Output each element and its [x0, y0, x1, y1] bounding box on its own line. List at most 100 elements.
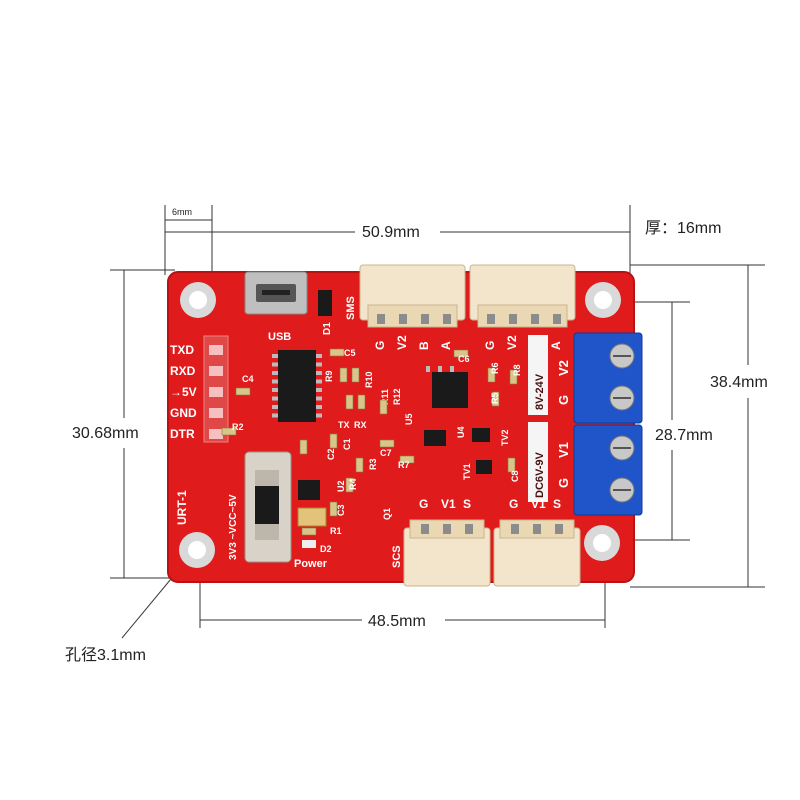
connector-pin-label: V2 — [395, 335, 409, 350]
v2-voltage-badge — [528, 335, 548, 415]
terminal-label-g: G — [556, 478, 571, 488]
smd-component — [487, 367, 496, 383]
component-label: C6 — [458, 354, 470, 364]
connector-pin — [555, 524, 563, 534]
uart-pin-label: GND — [170, 406, 197, 420]
top-connector-left — [359, 264, 466, 328]
uart-pin-label: →5V — [170, 385, 197, 399]
component-label: C7 — [380, 448, 392, 458]
connector-pin-label: S — [553, 497, 561, 511]
terminal-label-v1: V1 — [556, 442, 571, 458]
component-label: U5 — [404, 413, 414, 425]
d2-label: D2 — [320, 544, 332, 554]
component-label: R10 — [364, 371, 374, 388]
chip-pin — [272, 413, 278, 418]
connector-pin-label: S — [463, 497, 471, 511]
switch-label: 3V3 ~VCC~5V — [228, 494, 239, 560]
connector-pin — [443, 524, 451, 534]
voltage-select-switch — [244, 451, 292, 563]
component-label: U4 — [456, 426, 466, 438]
smd-component — [345, 477, 354, 493]
regulator-u2 — [298, 480, 320, 500]
sms-label: SMS — [345, 296, 357, 320]
terminal-block-v2 — [573, 332, 643, 424]
connector-pin-label: G — [509, 497, 518, 511]
chip-pin — [272, 362, 278, 367]
v1-voltage-label: DC6V-9V — [534, 451, 546, 498]
component-label: R4 — [348, 478, 358, 490]
chip-pin — [316, 371, 322, 375]
transistor — [472, 428, 490, 442]
smd-component — [351, 367, 360, 383]
component-label: C1 — [342, 438, 352, 450]
smd-component — [453, 349, 469, 358]
component-label: TV2 — [500, 429, 510, 446]
chip-pin — [316, 362, 322, 367]
header-pin — [209, 345, 223, 355]
header-pin — [209, 387, 223, 397]
component-label: R9 — [324, 370, 334, 382]
chip-pin — [316, 354, 322, 358]
connector-pin-label: B — [417, 341, 431, 350]
component-label: C5 — [344, 348, 356, 358]
component-label: C8 — [510, 470, 520, 482]
component-label: R5 — [490, 392, 500, 404]
hole-diameter-label: 孔径3.1mm — [65, 646, 146, 664]
connector-pin — [421, 524, 429, 534]
component-label: TV1 — [462, 463, 472, 480]
connector-pin-label: G — [419, 497, 428, 511]
terminal-label-g: G — [556, 395, 571, 405]
connector-pin-label: V2 — [505, 335, 519, 350]
smd-component — [221, 427, 237, 436]
connector-pin — [531, 314, 539, 324]
usb-connector — [244, 271, 308, 315]
header-pin — [209, 408, 223, 418]
scs-label: SCS — [391, 545, 403, 568]
rx-label: RX — [354, 420, 367, 430]
chip-pin — [272, 371, 278, 375]
power-label: Power — [294, 558, 328, 570]
connector-pin — [533, 524, 541, 534]
connector-pin-label: V1 — [441, 497, 456, 511]
component-label: R2 — [232, 422, 244, 432]
smd-component — [379, 399, 388, 415]
chip-pin — [272, 379, 278, 384]
smd-component — [507, 457, 516, 473]
chip-pin — [438, 366, 442, 372]
height-left-label: 30.68mm — [72, 425, 139, 442]
diode-d1 — [318, 290, 332, 316]
power-led — [302, 540, 316, 548]
component-label: U2 — [336, 480, 346, 492]
terminal-label-v2: V2 — [556, 360, 571, 376]
component-label: R6 — [490, 362, 500, 374]
header-pin — [209, 429, 223, 439]
smd-component — [491, 391, 500, 407]
smd-component — [345, 394, 354, 410]
connector-pin — [553, 314, 561, 324]
terminal-block-v1 — [573, 424, 643, 516]
component-label: R1 — [330, 526, 342, 536]
connector-pin — [487, 314, 495, 324]
thickness-label: 厚：16mm — [645, 220, 721, 237]
connector-pin-label: G — [373, 341, 387, 350]
chip-pin — [316, 413, 322, 418]
smd-component — [235, 387, 251, 396]
smd-component — [329, 501, 338, 517]
top-connector-right — [469, 264, 576, 328]
chip-pin — [272, 354, 278, 358]
width-top-label: 50.9mm — [362, 224, 420, 241]
terminal-span-label: 28.7mm — [655, 427, 713, 444]
usb-serial-chip — [278, 350, 316, 422]
component-label: R8 — [512, 364, 522, 376]
tx-label: TX — [338, 420, 350, 430]
capacitor-j476 — [297, 507, 327, 527]
component-label: C2 — [326, 448, 336, 460]
connector-pin — [377, 314, 385, 324]
smd-component — [399, 455, 415, 464]
chip-pin — [426, 366, 430, 372]
component-label: C3 — [336, 504, 346, 516]
component-label: R11 — [380, 389, 390, 405]
connector-pin — [509, 314, 517, 324]
connector-pin — [465, 524, 473, 534]
